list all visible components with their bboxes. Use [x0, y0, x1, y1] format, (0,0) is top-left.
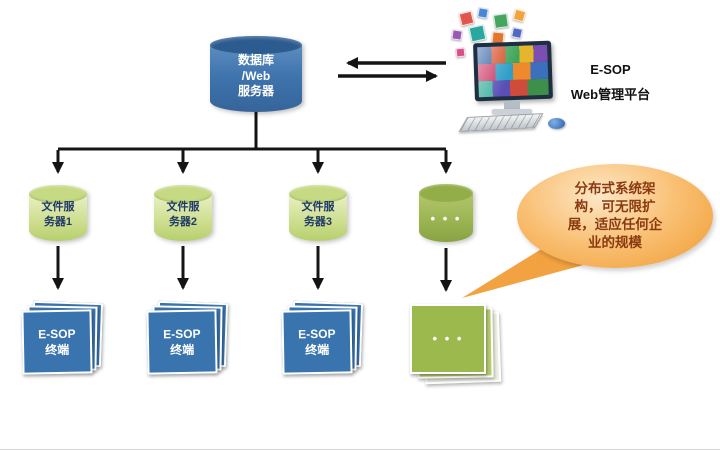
app-icon: [493, 13, 509, 29]
platform-subtitle: Web管理平台: [570, 87, 651, 102]
terminal-stack-3: E-SOP 终端: [281, 300, 364, 375]
file-server-cylinder-top: [154, 185, 212, 203]
file-server-more: • • •: [419, 184, 473, 242]
terminal-label: E-SOP 终端: [21, 309, 93, 375]
terminal-label: E-SOP 终端: [146, 309, 218, 375]
app-icon: [468, 24, 487, 43]
app-icon: [477, 7, 489, 19]
file-server-cylinder-top: [289, 185, 347, 203]
app-icon: [458, 10, 475, 27]
monitor-icon: [473, 40, 553, 102]
database-web-server: 数据库 /Web 服务器: [210, 36, 302, 112]
file-server-label: 文件服 务器3: [301, 201, 335, 228]
file-server-label: 文件服 务器1: [41, 201, 75, 228]
app-icon: [451, 29, 463, 41]
more-terminals-dots: • • •: [410, 304, 486, 374]
db-server-label: 数据库 /Web 服务器: [237, 53, 274, 99]
app-icon: [455, 47, 466, 58]
file-server-cylinder-top: [419, 184, 473, 202]
db-cylinder-top: [210, 36, 302, 54]
app-icon: [512, 8, 527, 23]
terminal-stack-more: • • •: [410, 304, 502, 385]
terminal-stack-2: E-SOP 终端: [146, 300, 229, 375]
monitor-base: [492, 109, 532, 114]
monitor-stand: [504, 101, 520, 110]
mouse-icon: [548, 118, 565, 129]
platform-title: E-SOP: [590, 62, 631, 77]
file-server-3: 文件服 务器3: [289, 185, 347, 241]
callout-text: 分布式系统架构，可无限扩展，适应任何企业的规模: [567, 181, 663, 250]
file-server-label: 文件服 务器2: [166, 201, 200, 228]
file-server-cylinder-top: [29, 185, 87, 203]
more-servers-dots: • • •: [430, 210, 462, 226]
terminal-label: E-SOP 终端: [281, 309, 353, 375]
management-platform-computer: [448, 7, 578, 140]
keyboard-icon: [458, 113, 544, 132]
file-server-1: 文件服 务器1: [29, 185, 87, 241]
platform-label: E-SOP Web管理平台: [548, 62, 673, 103]
terminal-stack-1: E-SOP 终端: [21, 300, 104, 375]
app-icon: [511, 27, 523, 39]
file-server-2: 文件服 务器2: [154, 185, 212, 241]
db-cylinder-body: [210, 45, 302, 112]
callout-bubble: 分布式系统架构，可无限扩展，适应任何企业的规模: [517, 164, 713, 268]
